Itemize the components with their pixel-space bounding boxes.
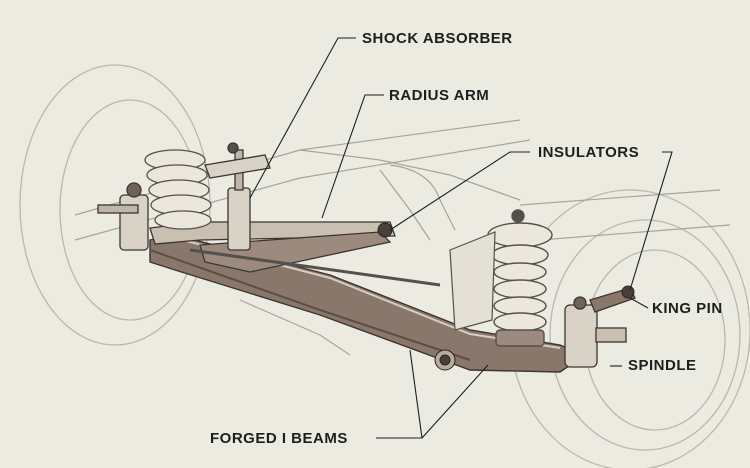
left-knuckle [97, 182, 149, 251]
right-knuckle [564, 287, 636, 368]
right-bracket-shape [449, 231, 496, 331]
insulators-label: INSULATORS [538, 144, 640, 161]
leader-shock-absorber [249, 37, 356, 199]
tie-rod-shape [189, 248, 441, 287]
leader-forged-i-beams-1 [376, 349, 423, 439]
spindle-label: SPINDLE [628, 357, 697, 374]
leader-insulators-1 [389, 151, 530, 231]
shock-absorber-shape [204, 142, 271, 251]
radius-arm-label: RADIUS ARM [389, 87, 490, 104]
leader-king-pin [629, 297, 649, 309]
leader-radius-arm [321, 94, 384, 219]
right-spring [487, 209, 553, 347]
left-spring [144, 149, 212, 230]
king-pin-label: KING PIN [652, 300, 723, 317]
shock-absorber-label: SHOCK ABSORBER [362, 30, 513, 47]
leader-lines [249, 37, 673, 439]
leader-forged-i-beams-2 [421, 364, 489, 439]
forged-i-beams-label: FORGED I BEAMS [210, 430, 348, 447]
leader-insulators-2 [629, 151, 673, 291]
tire-outlines [19, 64, 750, 468]
insulator-bushings [377, 222, 635, 371]
